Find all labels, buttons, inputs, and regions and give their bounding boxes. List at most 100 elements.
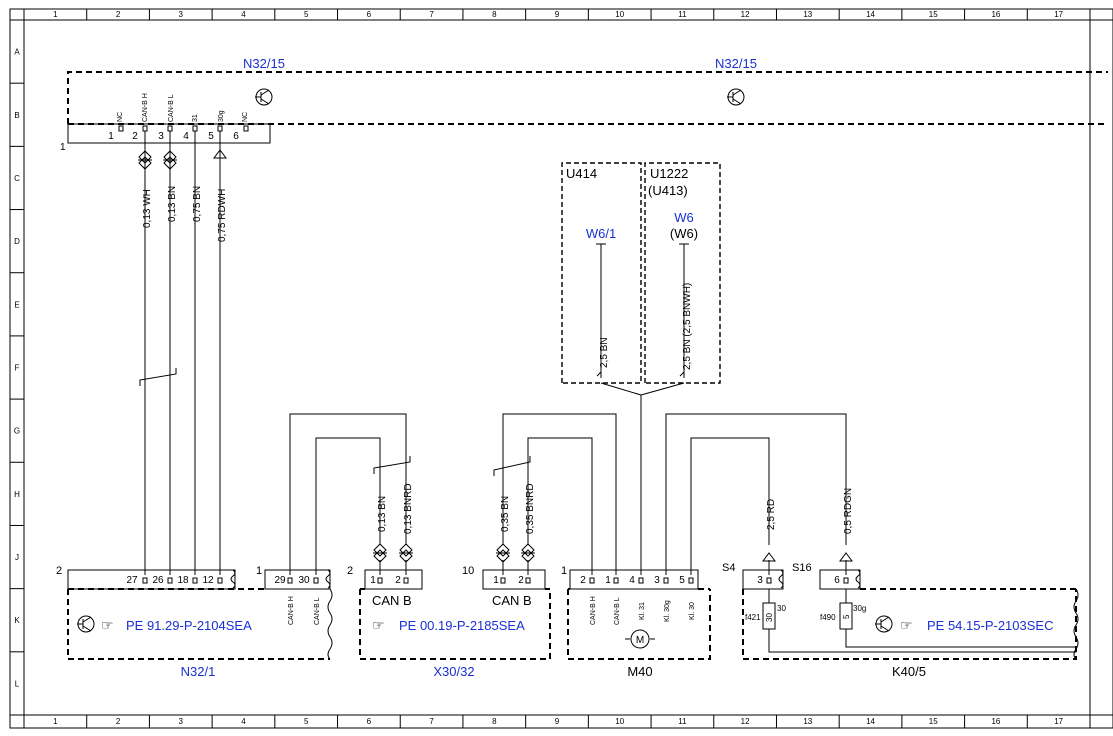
grid-row-label: K [14, 616, 20, 625]
twist-symbol-icon [163, 150, 177, 170]
u1222-title-alt: (U413) [648, 183, 688, 198]
pin-label: Kl. 30 [689, 602, 696, 620]
grid-column-label: 13 [803, 717, 812, 726]
grid-column-label: 14 [866, 717, 875, 726]
u1222-box: U1222 (U413) W6 (W6) 2,5 BN (2,5 BNWH) [596, 162, 721, 384]
connector-id: S16 [792, 562, 812, 574]
grid-column-label: 4 [241, 10, 246, 19]
connector-label: CAN B [372, 593, 412, 608]
u414-component: W6/1 [586, 226, 616, 241]
grid-column-label: 8 [492, 717, 497, 726]
pin-label: CAN-B H [590, 596, 597, 625]
module-ref: PE 54.15-P-2103SEC [927, 618, 1053, 633]
grid-row-label: D [14, 237, 20, 246]
grid-row-label: E [14, 300, 19, 309]
grid-column-label: 11 [678, 10, 687, 19]
grid-column-label: 10 [615, 717, 624, 726]
top-pin: 1 NC [108, 112, 124, 142]
svg-text:4: 4 [183, 131, 189, 142]
grid-row-label: F [15, 364, 20, 373]
top-wires: 0,13 WH 0,13 BN 0,75 BN 0,75 RDWH [138, 131, 228, 575]
svg-text:3: 3 [757, 575, 763, 586]
svg-text:3: 3 [654, 575, 660, 586]
svg-text:4: 4 [629, 575, 635, 586]
wire-label: 0,13 BN [377, 496, 388, 532]
top-pin-name: CAN-B H [142, 93, 149, 122]
arrow-up-icon [213, 149, 227, 159]
pin-label: Kl. 30g [664, 600, 671, 622]
module-name: M40 [627, 664, 652, 679]
module-k40-5: S4 3 S16 6 30 f421 30 5 f490 30g ☞ PE 54… [722, 562, 1079, 679]
grid-column-label: 15 [929, 10, 938, 19]
arrow-up-icon [762, 552, 776, 562]
svg-text:5: 5 [208, 131, 214, 142]
grid-column-label: 2 [116, 10, 121, 19]
transistor-icon [875, 615, 893, 633]
svg-text:2: 2 [518, 575, 524, 586]
svg-text:6: 6 [233, 131, 239, 142]
top-pin-name: CAN-B L [168, 94, 175, 122]
arrow-up-icon [839, 552, 853, 562]
grid-column-label: 17 [1054, 10, 1063, 19]
grid-row-label: L [15, 679, 20, 688]
grid-row-label: H [14, 490, 20, 499]
fuse-id: f421 [745, 613, 761, 622]
motor-icon: M [625, 629, 655, 649]
grid-column-label: 8 [492, 10, 497, 19]
transistor-icon [727, 88, 745, 106]
svg-text:2: 2 [580, 575, 586, 586]
svg-text:1: 1 [605, 575, 611, 586]
grid-column-label: 12 [741, 10, 750, 19]
sub-pin-label: CAN-B L [314, 597, 321, 625]
connector-label: CAN B [492, 593, 532, 608]
mid-wires: 0,13 BN 0,13 BNRD 0,35 BN 0,35 BNRD 2,5 … [289, 413, 854, 575]
svg-text:27: 27 [126, 575, 138, 586]
grid-column-label: 9 [555, 717, 560, 726]
u1222-component: W6 [674, 210, 694, 225]
connector-id: S4 [722, 562, 735, 574]
svg-text:6: 6 [834, 575, 840, 586]
grid-column-label: 14 [866, 10, 875, 19]
top-module-label-left: N32/15 [243, 56, 285, 71]
fuse-term: 30 [777, 604, 786, 613]
pointing-hand-icon: ☞ [101, 617, 114, 633]
module-name: K40/5 [892, 664, 926, 679]
wire-label: 0,35 BN [500, 496, 511, 532]
svg-text:M: M [636, 635, 644, 646]
wire-label: 0,75 RDWH [217, 189, 228, 242]
svg-text:26: 26 [152, 575, 164, 586]
connector-id: 1 [561, 565, 567, 577]
grid-row-label: C [14, 174, 20, 183]
grid-column-label: 11 [678, 717, 687, 726]
grid-row-label: J [15, 553, 19, 562]
top-connector-strip [67, 123, 271, 144]
svg-text:2: 2 [395, 575, 401, 586]
top-pin: 3 CAN-B L [158, 94, 175, 142]
svg-text:29: 29 [274, 575, 286, 586]
top-module: N32/15 N32/15 1 1 NC 2 CAN-B H [60, 56, 1108, 153]
connector-id: 2 [347, 565, 353, 577]
grid-column-label: 16 [991, 717, 1000, 726]
top-pin-name: NC [242, 112, 249, 122]
module-name: N32/1 [181, 664, 216, 679]
grid-column-label: 2 [116, 717, 121, 726]
grid-column-label: 5 [304, 10, 309, 19]
grid-column-label: 13 [803, 10, 812, 19]
pin-label: CAN-B L [614, 597, 621, 625]
connector-id: 10 [462, 565, 474, 577]
grid-column-label: 3 [179, 10, 184, 19]
grid-column-label: 4 [241, 717, 246, 726]
u1222-component-alt: (W6) [670, 226, 698, 241]
u1222-title: U1222 [650, 166, 688, 181]
module-n32-1: 2 27 26 18 12 1 29 30 ☞ PE 91.29-P-2104S… [56, 565, 333, 679]
grid-column-label: 12 [741, 717, 750, 726]
twist-symbol-icon [496, 543, 510, 563]
grid-column-label: 16 [991, 10, 1000, 19]
top-pin-name: 31 [192, 114, 199, 122]
svg-text:30: 30 [298, 575, 310, 586]
wire-label: 0,35 BNRD [525, 483, 536, 534]
svg-text:5: 5 [679, 575, 685, 586]
module-name: X30/32 [433, 664, 474, 679]
